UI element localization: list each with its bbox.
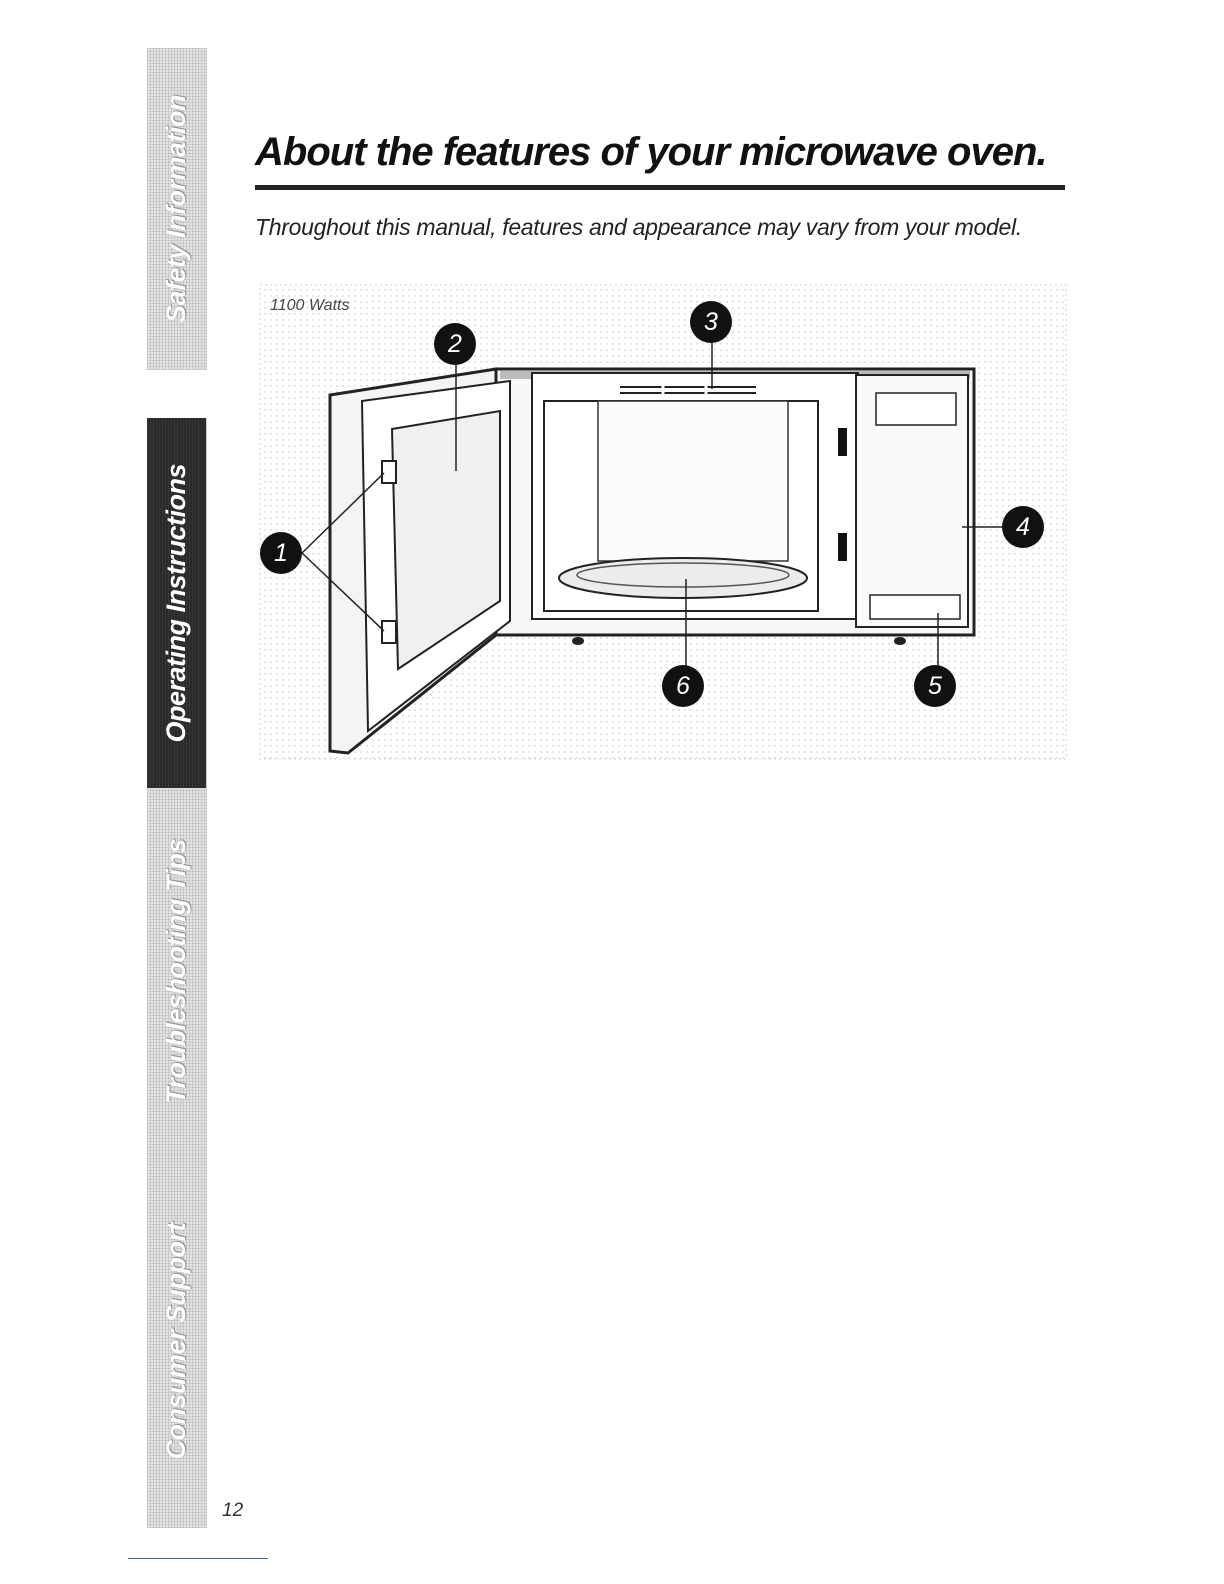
callout-3: 3 <box>690 301 732 343</box>
door-release-button <box>870 595 960 619</box>
callout-4: 4 <box>1002 506 1044 548</box>
page-subtitle: Throughout this manual, features and app… <box>255 214 1022 241</box>
tab-operating-instructions[interactable]: Operating Instructions <box>147 418 207 788</box>
turntable <box>559 558 807 598</box>
tab-troubleshooting-tips[interactable]: Troubleshooting Tips <box>147 788 207 1154</box>
tab-label: Consumer Support <box>161 1223 192 1460</box>
tab-label: Operating Instructions <box>161 464 192 743</box>
callout-1: 1 <box>260 532 302 574</box>
page-title: About the features of your microwave ove… <box>255 130 1047 175</box>
microwave-diagram: 1100 Watts 1 2 3 4 5 6 <box>258 283 1068 761</box>
callout-5: 5 <box>914 665 956 707</box>
oven-body <box>496 369 974 645</box>
tab-safety-information[interactable]: Safety Information <box>147 48 207 370</box>
callout-6: 6 <box>662 665 704 707</box>
section-sidebar: Safety Information Operating Instruction… <box>147 48 207 1528</box>
door-latch-lower <box>382 621 396 643</box>
display-window <box>876 393 956 425</box>
page-number: 12 <box>222 1500 243 1522</box>
tab-consumer-support[interactable]: Consumer Support <box>147 1154 207 1528</box>
title-underline <box>255 185 1065 190</box>
model-wattage-label: 1100 Watts <box>270 297 349 315</box>
tab-label: Troubleshooting Tips <box>161 839 192 1104</box>
footer-rule <box>128 1558 268 1559</box>
tab-label: Safety Information <box>161 95 192 323</box>
callout-2: 2 <box>434 323 476 365</box>
door-latch-upper <box>382 461 396 483</box>
